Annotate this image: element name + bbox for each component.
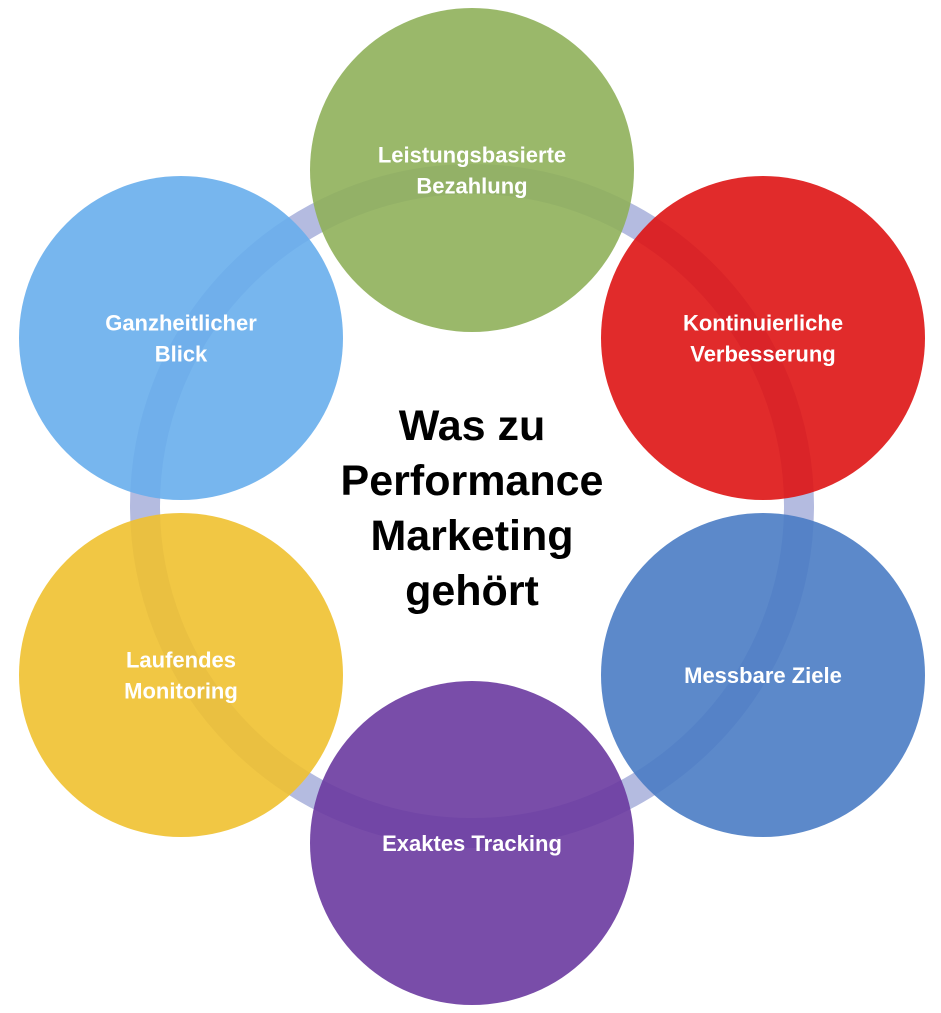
center-title-line: Performance xyxy=(341,457,604,505)
node-label: Blick xyxy=(155,342,208,367)
node-label: Verbesserung xyxy=(690,342,836,367)
node-label: Laufendes xyxy=(126,648,236,673)
node-circle xyxy=(310,681,634,1005)
node-exaktes-tracking: Exaktes Tracking xyxy=(310,681,634,1005)
center-title-line: Marketing xyxy=(370,512,573,560)
node-circle xyxy=(310,8,634,332)
center-title-line: Was zu xyxy=(399,402,546,450)
center-title-line: gehört xyxy=(405,567,539,615)
node-label: Messbare Ziele xyxy=(684,663,842,688)
node-circle xyxy=(19,176,343,500)
node-label: Ganzheitlicher xyxy=(105,311,257,336)
node-circle xyxy=(601,513,925,837)
node-label: Leistungsbasierte xyxy=(378,143,566,168)
node-label: Monitoring xyxy=(124,679,238,704)
node-label: Bezahlung xyxy=(416,174,527,199)
node-label: Exaktes Tracking xyxy=(382,831,562,856)
node-messbare-ziele: Messbare Ziele xyxy=(601,513,925,837)
center-title: Was zu Performance Marketing gehört xyxy=(341,402,604,615)
node-circle xyxy=(601,176,925,500)
node-circle xyxy=(19,513,343,837)
node-label: Kontinuierliche xyxy=(683,311,843,336)
